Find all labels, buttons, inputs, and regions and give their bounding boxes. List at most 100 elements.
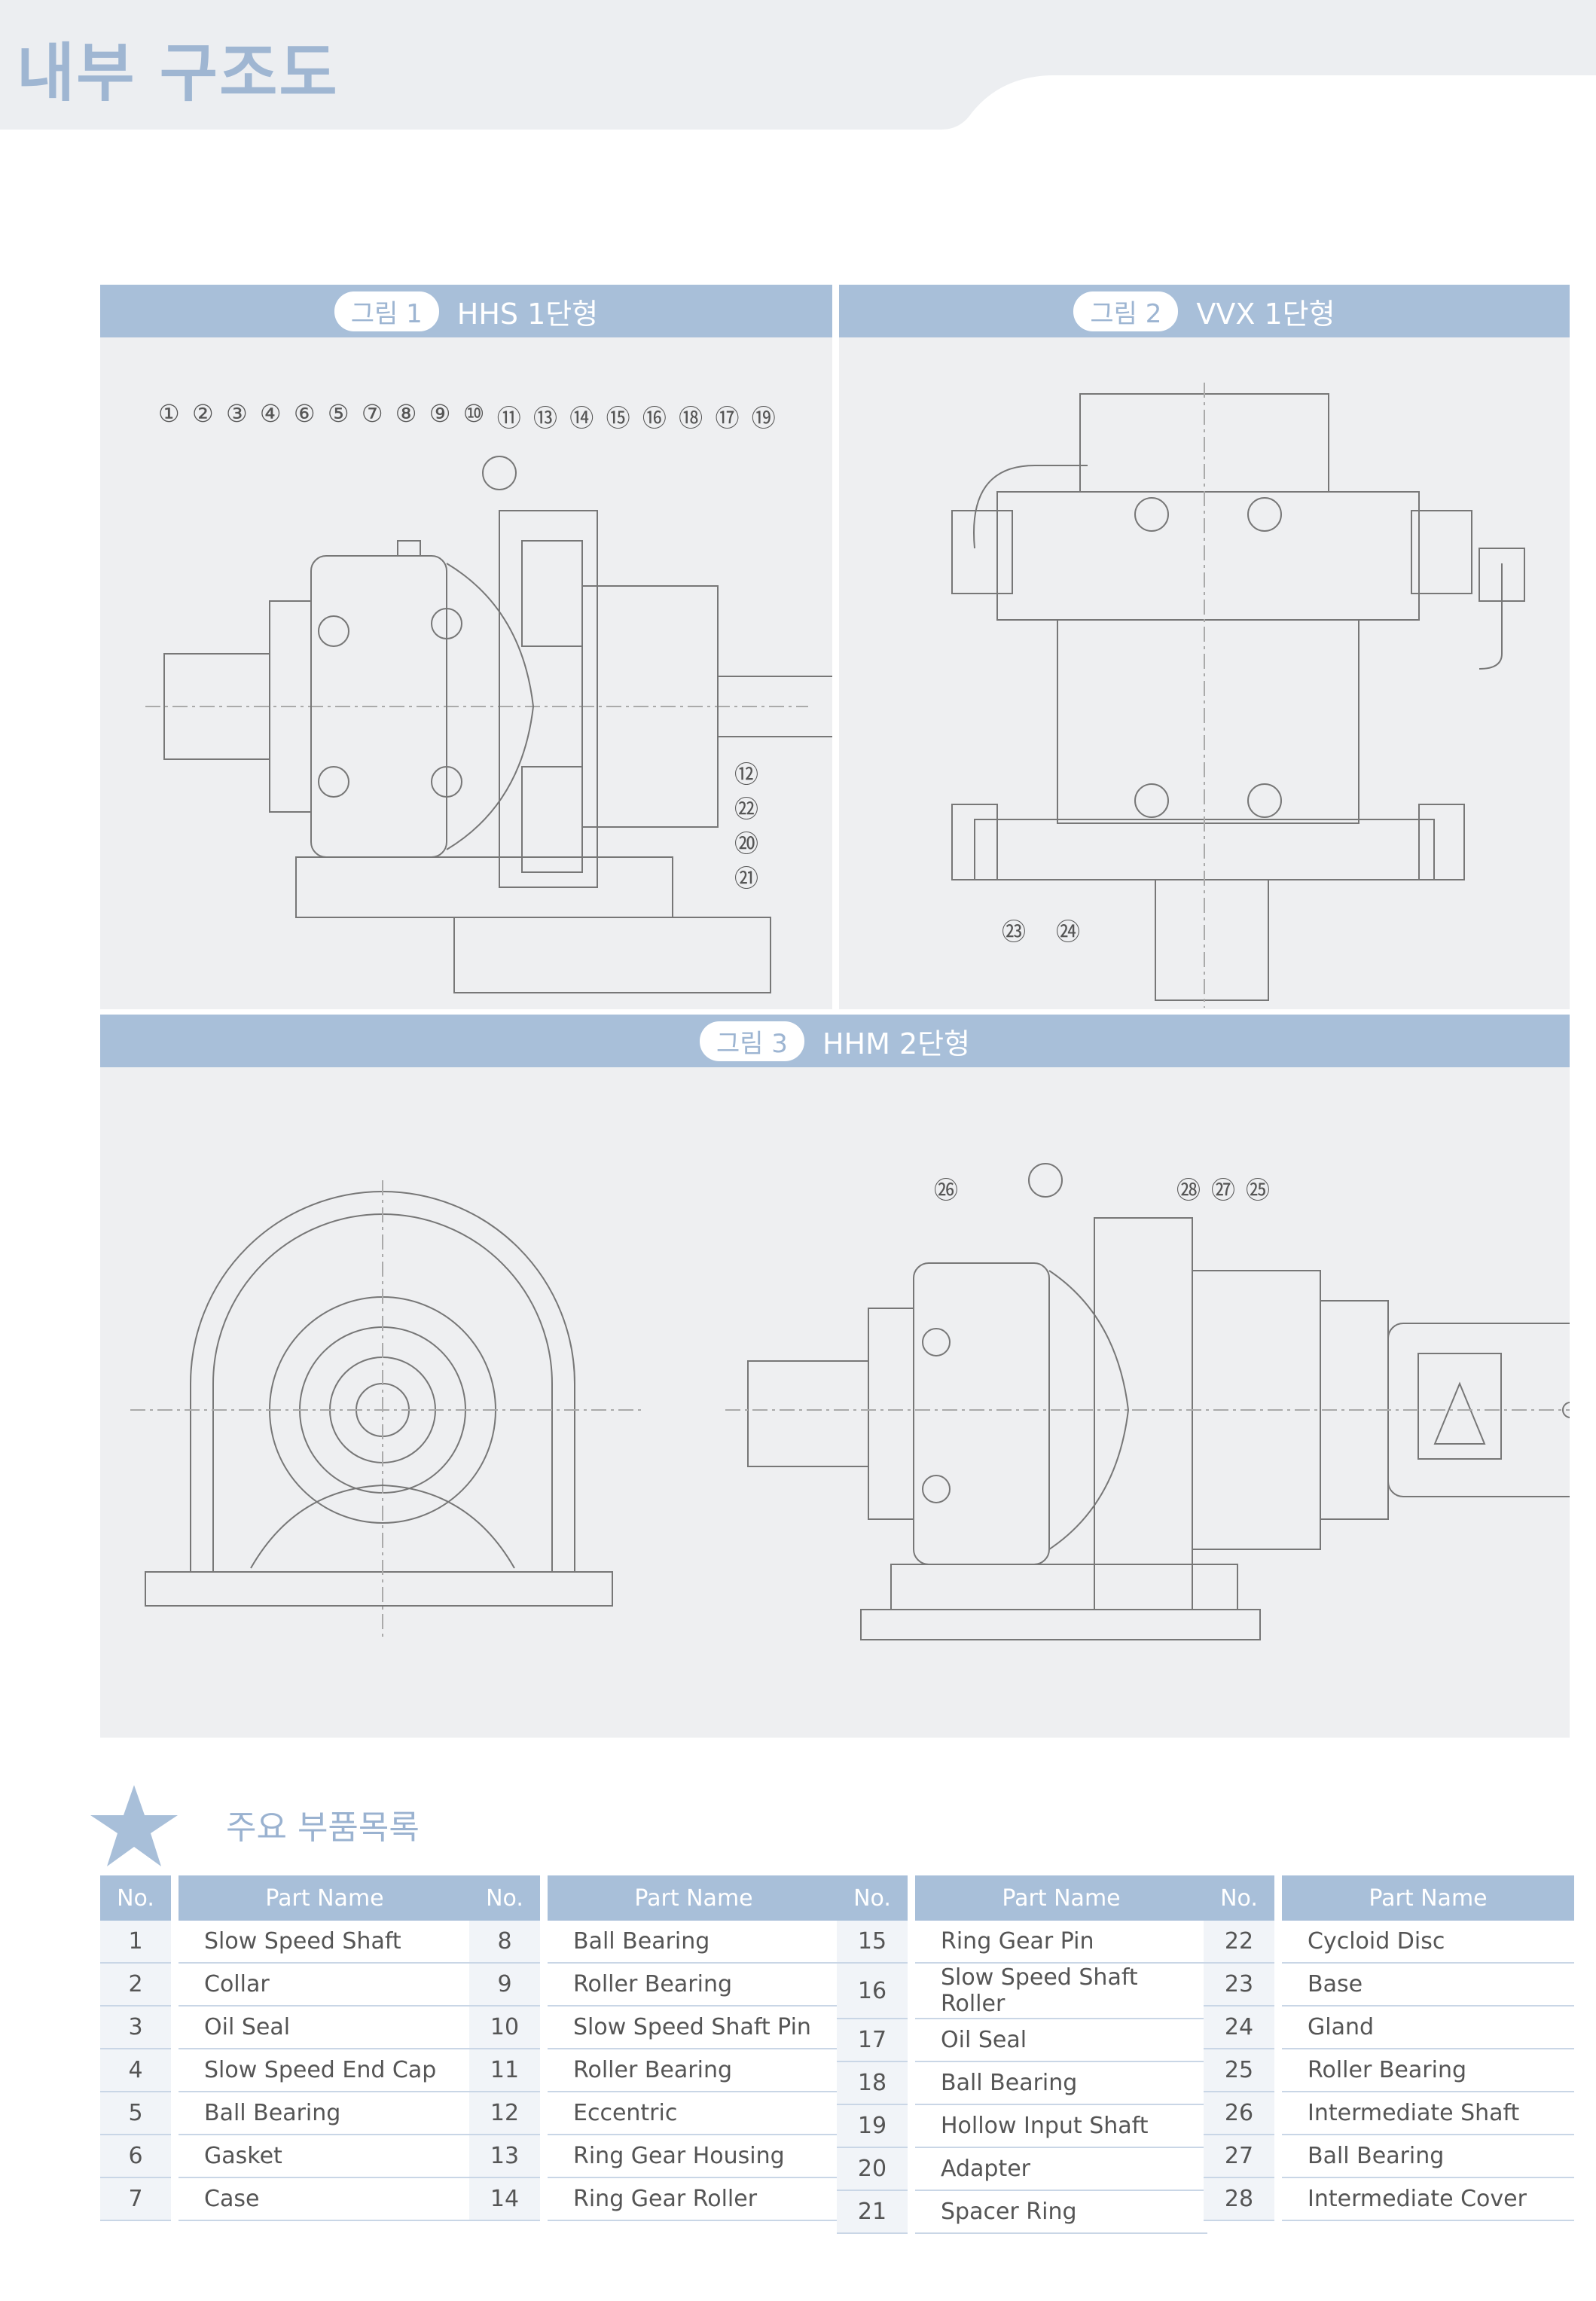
part-name: Roller Bearing [548, 1964, 840, 2007]
parts-section-title: 주요 부품목록 [226, 1808, 420, 1847]
part-no: 27 [1204, 2135, 1274, 2178]
figure-2-callouts-bottom: ㉓ ㉔ [1002, 913, 1080, 948]
col-part-name: Part Name [179, 1875, 471, 1921]
figure-2-label: VVX 1단형 [1196, 297, 1335, 331]
part-name: Case [179, 2178, 471, 2221]
part-name: Eccentric [548, 2092, 840, 2135]
col-gap [540, 1875, 548, 1921]
callout: ⑰ [715, 404, 740, 432]
callout: ⑮ [606, 404, 630, 432]
part-name: Ball Bearing [548, 1921, 840, 1964]
figure-1-label: HHS 1단형 [456, 297, 599, 331]
callout: ㉑ [734, 864, 759, 893]
part-no: 3 [100, 2007, 171, 2049]
part-name: Base [1282, 1964, 1574, 2007]
part-name: Intermediate Cover [1282, 2178, 1574, 2221]
col-no: No. [100, 1875, 171, 1921]
col-no: No. [837, 1875, 908, 1921]
part-no: 2 [100, 1964, 171, 2007]
part-name: Oil Seal [915, 2019, 1207, 2062]
figure-3-drawing [130, 1163, 1570, 1640]
part-no: 21 [837, 2191, 908, 2234]
figure-3-callouts-top-right: ㉘ ㉗ ㉕ [1176, 1171, 1270, 1206]
figure-2-tag: 그림 2 [1073, 291, 1179, 331]
part-no: 26 [1204, 2092, 1274, 2135]
part-no: 1 [100, 1921, 171, 1964]
part-no: 22 [1204, 1921, 1274, 1964]
part-no: 5 [100, 2092, 171, 2135]
part-no: 25 [1204, 2049, 1274, 2092]
callout: ㉔ [1056, 917, 1081, 946]
part-name: Oil Seal [179, 2007, 471, 2049]
part-name: Ring Gear Pin [915, 1921, 1207, 1964]
part-name: Ring Gear Housing [548, 2135, 840, 2178]
star-icon [90, 1785, 178, 1866]
callout: ① [158, 399, 180, 428]
col-part-name: Part Name [1282, 1875, 1574, 1921]
part-no: 20 [837, 2148, 908, 2191]
part-name: Roller Bearing [548, 2049, 840, 2092]
callout: ② [191, 399, 214, 428]
figure-1-callouts-right: ⑫ ㉒ ⑳ ㉑ [734, 757, 758, 896]
callout: ⑲ [751, 404, 776, 432]
part-no: 13 [469, 2135, 540, 2178]
callout: ㉓ [1002, 917, 1027, 946]
part-name: Slow Speed Shaft Roller [915, 1964, 1207, 2019]
part-no: 11 [469, 2049, 540, 2092]
figure-1-panel [100, 285, 832, 1009]
part-name: Gasket [179, 2135, 471, 2178]
callout: ③ [225, 399, 248, 428]
callout: ㉕ [1246, 1176, 1271, 1204]
part-no: 7 [100, 2178, 171, 2221]
part-no: 19 [837, 2105, 908, 2148]
page-title: 내부 구조도 [17, 36, 339, 110]
part-name: Ball Bearing [915, 2062, 1207, 2105]
col-gap [1274, 1875, 1282, 1921]
part-name: Collar [179, 1964, 471, 2007]
part-name: Cycloid Disc [1282, 1921, 1574, 1964]
part-no: 15 [837, 1921, 908, 1964]
col-gap [908, 1875, 915, 1921]
figure-3-label: HHM 2단형 [822, 1027, 971, 1060]
callout: ㉘ [1176, 1176, 1201, 1204]
callout: ④ [259, 399, 282, 428]
callout: ⑫ [734, 760, 759, 789]
callout: ㉗ [1211, 1176, 1236, 1204]
part-no: 24 [1204, 2007, 1274, 2049]
part-name: Ball Bearing [179, 2092, 471, 2135]
col-part-name: Part Name [915, 1875, 1207, 1921]
part-no: 8 [469, 1921, 540, 1964]
callout: ⑨ [429, 399, 451, 428]
callout: ⑳ [734, 829, 759, 858]
part-no: 28 [1204, 2178, 1274, 2221]
figure-1-drawing [145, 456, 832, 993]
col-no: No. [469, 1875, 540, 1921]
part-no: 12 [469, 2092, 540, 2135]
col-gap [171, 1875, 179, 1921]
figure-1-header: 그림 1 HHS 1단형 [100, 285, 832, 337]
part-name: Roller Bearing [1282, 2049, 1574, 2092]
page-header: 내부 구조도 [0, 0, 1596, 132]
callout: ⑧ [395, 399, 417, 428]
part-name: Ball Bearing [1282, 2135, 1574, 2178]
callout: ⑥ [293, 399, 316, 428]
part-name: Ring Gear Roller [548, 2178, 840, 2221]
part-no: 18 [837, 2062, 908, 2105]
